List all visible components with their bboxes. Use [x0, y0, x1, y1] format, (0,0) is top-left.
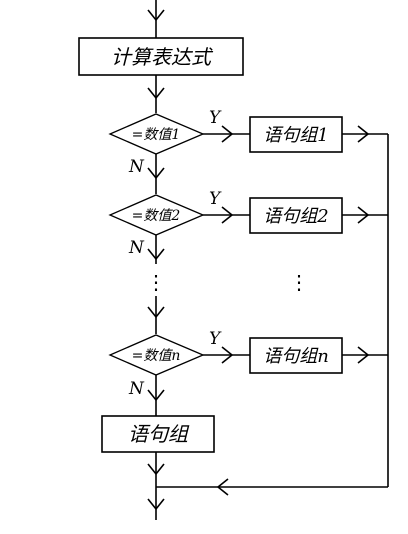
- casen-yes-label: Y: [209, 329, 222, 349]
- case2-statement-box: [249, 197, 343, 234]
- arrow-case2-exit: [357, 206, 370, 224]
- casen-statement-box: [249, 337, 343, 374]
- arrow-casen-yes: [221, 346, 234, 364]
- compute-box: [78, 37, 244, 76]
- compute-label: 计算表达式: [111, 45, 214, 69]
- arrow-casen-no: [147, 389, 165, 402]
- arrow-case1-no: [147, 167, 165, 180]
- case2-condition: =数值2: [132, 208, 181, 224]
- case1-no-label: N: [128, 157, 145, 177]
- casen-no-label: N: [128, 379, 145, 399]
- arrow-casen-exit: [357, 346, 370, 364]
- arrow-case2-yes: [221, 206, 234, 224]
- arrow-case1-exit: [357, 125, 370, 143]
- ellipsis-right: ⋮: [289, 270, 309, 294]
- casen-condition: =数值n: [132, 348, 181, 364]
- arrow-case2-no: [147, 248, 165, 261]
- case2-no-label: N: [128, 238, 145, 258]
- casen-statement-label: 语句组n: [263, 346, 329, 367]
- arrow-into-case1: [147, 87, 165, 100]
- default-statement-box: [101, 415, 215, 453]
- case1-statement-label: 语句组1: [263, 125, 328, 146]
- arrow-collector-return: [216, 478, 229, 496]
- case2-statement-label: 语句组2: [263, 206, 328, 227]
- case1-yes-label: Y: [209, 108, 222, 128]
- arrow-top: [147, 9, 165, 22]
- ellipsis-left: ⋮: [146, 270, 166, 294]
- arrow-end: [147, 498, 165, 511]
- arrow-default-out: [147, 463, 165, 476]
- arrow-into-casen: [147, 306, 165, 319]
- default-statement-label: 语句组: [128, 422, 190, 446]
- case1-statement-box: [249, 116, 343, 153]
- case1-condition: =数值1: [132, 127, 181, 143]
- case2-yes-label: Y: [209, 189, 222, 209]
- arrow-case1-yes: [221, 125, 234, 143]
